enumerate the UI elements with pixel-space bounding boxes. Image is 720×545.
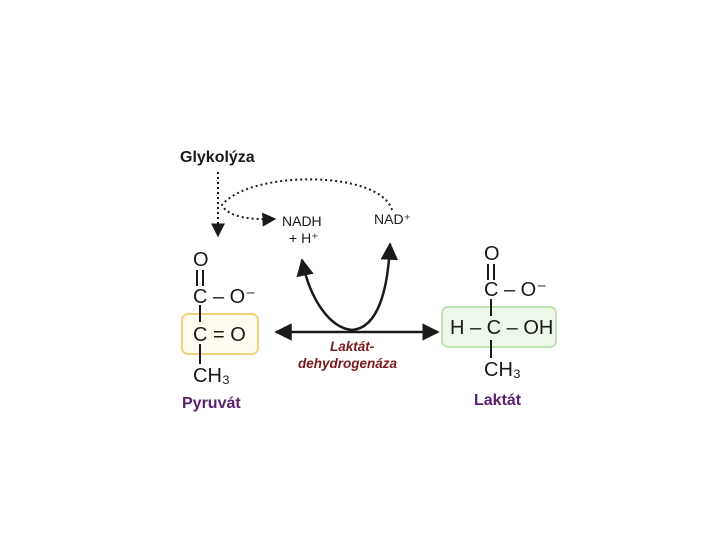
pyruvate-keto-row: C = O (193, 324, 246, 346)
nad-regeneration-dotted-arc (220, 178, 393, 227)
lactate-name: Laktát (474, 392, 522, 409)
pyruvate-name: Pyruvát (182, 395, 241, 412)
enzyme-label-line2: dehydrogenáza (298, 356, 398, 371)
pyruvate-carboxyl-row: C – O⁻ (193, 286, 256, 308)
nad-plus-label: NAD⁺ (374, 211, 411, 227)
lactate-oxygen-top: O (484, 243, 500, 265)
nadh-curve-arrow (296, 258, 353, 332)
lactate-carboxyl-row: C – O⁻ (484, 279, 547, 301)
h-plus-label: + H⁺ (289, 230, 319, 246)
pyruvate-oxygen-top: O (193, 249, 209, 271)
nad-curve-arrow (351, 242, 399, 332)
glycolysis-label: Glykolýza (180, 149, 255, 166)
lactate-alcohol-row: H – C – OH (450, 317, 554, 339)
lactate-methyl-row: CH₃ (484, 359, 522, 381)
nadh-label: NADH (282, 213, 322, 229)
enzyme-label-line1: Laktát- (330, 339, 375, 354)
lactate-alcohol-highlight (441, 306, 557, 348)
pyruvate-methyl-row: CH₃ (193, 365, 231, 387)
